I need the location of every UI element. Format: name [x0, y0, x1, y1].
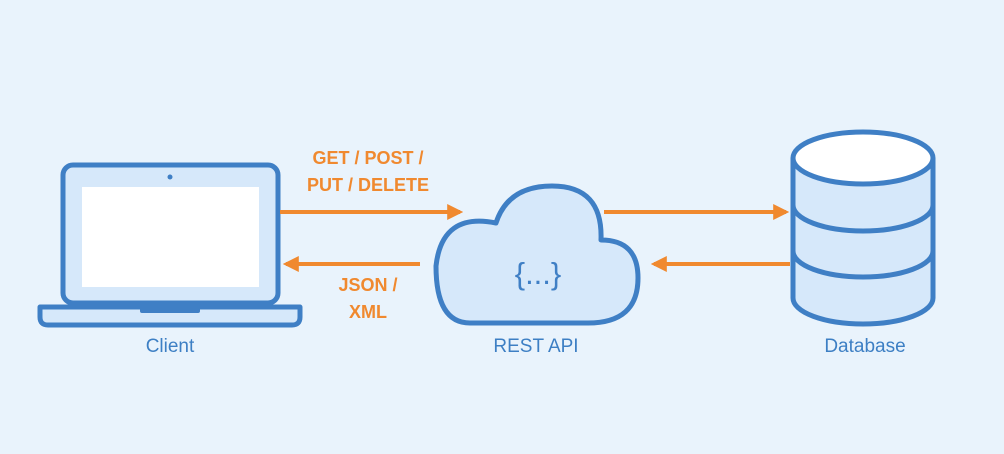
database-label: Database [824, 336, 906, 357]
response-format-label: JSON / XML [318, 272, 418, 326]
request-methods-label: GET / POST / PUT / DELETE [298, 145, 438, 199]
rest-api-label: REST API [493, 336, 579, 357]
request-methods-line2: PUT / DELETE [306, 175, 429, 195]
laptop-icon [37, 162, 303, 328]
cloud-symbol: {...} [515, 256, 562, 291]
client-label: Client [145, 336, 195, 357]
database-icon [790, 129, 936, 327]
request-methods-line1: GET / POST / [312, 148, 424, 168]
cloud-icon: {...} [433, 183, 641, 326]
response-format-line1: JSON / [338, 275, 398, 295]
response-format-line2: XML [349, 302, 387, 322]
